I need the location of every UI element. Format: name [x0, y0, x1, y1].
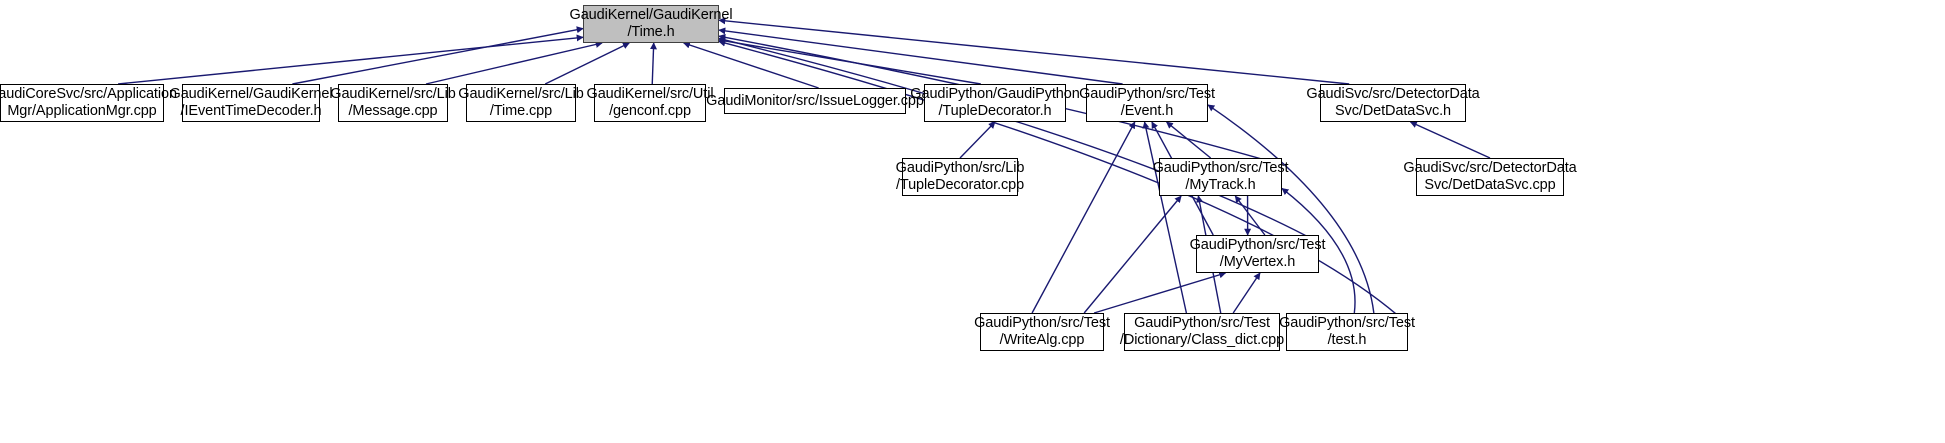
node-label-line2: /MyVertex.h: [1219, 254, 1296, 270]
edge-writealg_cpp-to-myvertex_h: [1093, 271, 1227, 314]
node-label-line2: /Event.h: [1120, 103, 1174, 119]
edge-myvertex_h-to-mytrack_h: [1234, 195, 1266, 236]
node-label-line2: Svc/DetDataSvc.h: [1334, 103, 1452, 119]
node-label-line1: GaudiPython/src/Test: [1189, 237, 1326, 253]
node-label-line2: /test.h: [1327, 332, 1367, 348]
edge-writealg_cpp-to-mytrack_h: [1083, 195, 1182, 314]
edge-mytrack_h-to-event_h: [1165, 121, 1212, 159]
node-label-line1: GaudiPython/src/Lib: [895, 160, 1025, 176]
edge-class_dict_cpp-to-myvertex_h: [1232, 272, 1261, 314]
edge-tupledecorator_h-to-time_h: [718, 37, 981, 85]
node-label-line2: /Message.cpp: [348, 103, 438, 119]
graph-node-time_cpp[interactable]: GaudiKernel/src/Lib/Time.cpp: [458, 84, 584, 122]
graph-node-tupledecorator_h[interactable]: GaudiPython/GaudiPython/TupleDecorator.h: [910, 84, 1080, 122]
node-label-line1: GaudiCoreSvc/src/Application: [0, 86, 177, 102]
graph-node-event_h[interactable]: GaudiPython/src/Test/Event.h: [1079, 84, 1215, 122]
graph-node-myvertex_h[interactable]: GaudiPython/src/Test/MyVertex.h: [1190, 235, 1326, 273]
graph-node-mytrack_h[interactable]: GaudiPython/src/Test/MyTrack.h: [1153, 158, 1289, 196]
graph-node-tupledecorator_cpp[interactable]: GaudiPython/src/Lib/TupleDecorator.cpp: [896, 158, 1024, 196]
edge-myvertex_h-to-time_h: [718, 36, 1320, 244]
edge-issuelogger_cpp-to-time_h: [682, 41, 819, 89]
node-label-line1: GaudiMonitor/src/IssueLogger.cpp: [706, 92, 924, 109]
graph-node-message_cpp[interactable]: GaudiKernel/src/Lib/Message.cpp: [330, 84, 456, 122]
node-label-line1: GaudiPython/src/Test: [1079, 86, 1215, 102]
node-label-line1: GaudiKernel/src/Lib: [330, 86, 456, 102]
node-label-line1: GaudiKernel/GaudiKernel: [169, 86, 333, 102]
node-label-line2: /Time.cpp: [489, 103, 553, 119]
node-label-line1: GaudiSvc/src/DetectorData: [1403, 160, 1577, 176]
node-label-line2: /Time.h: [627, 24, 675, 40]
edge-class_dict_cpp-to-event_h: [1142, 121, 1188, 314]
node-label-line2: /Dictionary/Class_dict.cpp: [1119, 332, 1285, 348]
node-label-line2: /MyTrack.h: [1185, 177, 1256, 193]
edge-writealg_cpp-to-event_h: [1031, 121, 1136, 314]
edge-event_h-to-time_h: [718, 27, 1123, 85]
node-label-line1: GaudiPython/src/Test: [974, 315, 1110, 331]
node-label-line1: GaudiPython/GaudiPython: [910, 86, 1080, 102]
graph-node-genconf_cpp[interactable]: GaudiKernel/src/Util/genconf.cpp: [587, 84, 714, 122]
edge-ieventtimedecoder_h-to-time_h: [292, 26, 584, 85]
node-label-line1: GaudiSvc/src/DetectorData: [1306, 86, 1480, 102]
node-label-line1: GaudiPython/src/Test: [1152, 160, 1289, 176]
edge-detdatasvc_cpp-to-detdatasvc_h: [1409, 121, 1491, 159]
graph-node-time_h[interactable]: GaudiKernel/GaudiKernel/Time.h: [570, 5, 733, 43]
edge-detdatasvc_h-to-time_h: [718, 17, 1350, 85]
edge-genconf_cpp-to-time_h: [649, 42, 657, 85]
node-label-line1: GaudiKernel/GaudiKernel: [569, 7, 733, 23]
edge-message_cpp-to-time_h: [425, 41, 603, 85]
edge-tupledecorator_cpp-to-tupledecorator_h: [959, 121, 996, 159]
node-label-line2: /TupleDecorator.cpp: [895, 177, 1025, 193]
node-label-line1: GaudiKernel/src/Util: [586, 86, 714, 102]
node-label-line1: GaudiPython/src/Test: [1279, 315, 1415, 331]
graph-node-issuelogger_cpp[interactable]: GaudiMonitor/src/IssueLogger.cpp: [706, 88, 924, 114]
node-label-line1: GaudiPython/src/Test: [1134, 315, 1270, 331]
node-label-line2: /IEventTimeDecoder.h: [180, 103, 322, 119]
node-label-line1: GaudiKernel/src/Lib: [458, 86, 584, 102]
node-label-line2: /WriteAlg.cpp: [999, 332, 1085, 348]
graph-node-writealg_cpp[interactable]: GaudiPython/src/Test/WriteAlg.cpp: [974, 313, 1110, 351]
graph-node-class_dict_cpp[interactable]: GaudiPython/src/Test/Dictionary/Class_di…: [1120, 313, 1284, 351]
graph-node-ieventtimedecoder_h[interactable]: GaudiKernel/GaudiKernel/IEventTimeDecode…: [170, 84, 333, 122]
node-label-line2: /genconf.cpp: [609, 103, 691, 119]
graph-node-test_h[interactable]: GaudiPython/src/Test/test.h: [1279, 313, 1415, 351]
edge-time_cpp-to-time_h: [544, 42, 630, 85]
edge-applicationmgr_cpp-to-time_h: [118, 34, 584, 85]
node-label-line2: Svc/DetDataSvc.cpp: [1424, 177, 1556, 193]
node-label-line2: Mgr/ApplicationMgr.cpp: [7, 103, 157, 119]
edge-test_h-to-event_h: [1207, 104, 1375, 314]
node-label-line2: /TupleDecorator.h: [938, 103, 1052, 119]
